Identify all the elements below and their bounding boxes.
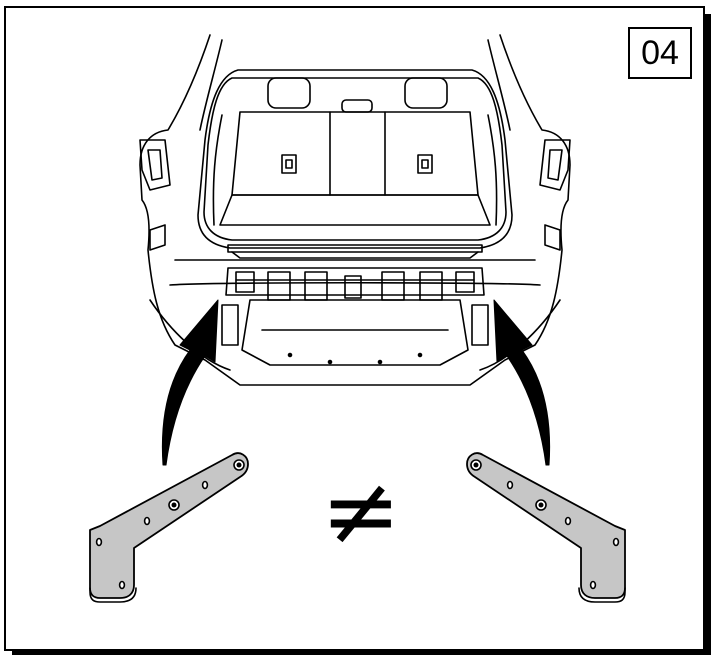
curved-arrow-up-left-icon <box>493 299 551 466</box>
vehicle-body-outline <box>139 34 571 386</box>
left-pillar <box>199 39 223 131</box>
rear-sill <box>227 244 483 253</box>
cargo-floor <box>219 194 491 226</box>
curved-arrow-up-right-icon <box>161 299 219 466</box>
frame-shadow-right <box>705 14 711 653</box>
bumper-beam <box>225 267 485 296</box>
left-headrest <box>267 77 311 109</box>
step-number: 04 <box>641 34 679 72</box>
right-headrest <box>404 77 448 109</box>
left-taillight <box>139 139 171 191</box>
right-pillar <box>487 39 511 131</box>
step-number-box: 04 <box>628 27 692 79</box>
mounting-bracket-right <box>466 452 626 603</box>
not-equal-symbol: ≠ <box>320 455 402 567</box>
rear-seat-back <box>231 111 479 196</box>
cargo-opening <box>197 69 513 249</box>
mounting-bracket-left <box>89 452 249 603</box>
right-taillight <box>539 139 571 191</box>
lower-fascia <box>241 299 469 366</box>
frame-shadow-bottom <box>12 651 711 655</box>
